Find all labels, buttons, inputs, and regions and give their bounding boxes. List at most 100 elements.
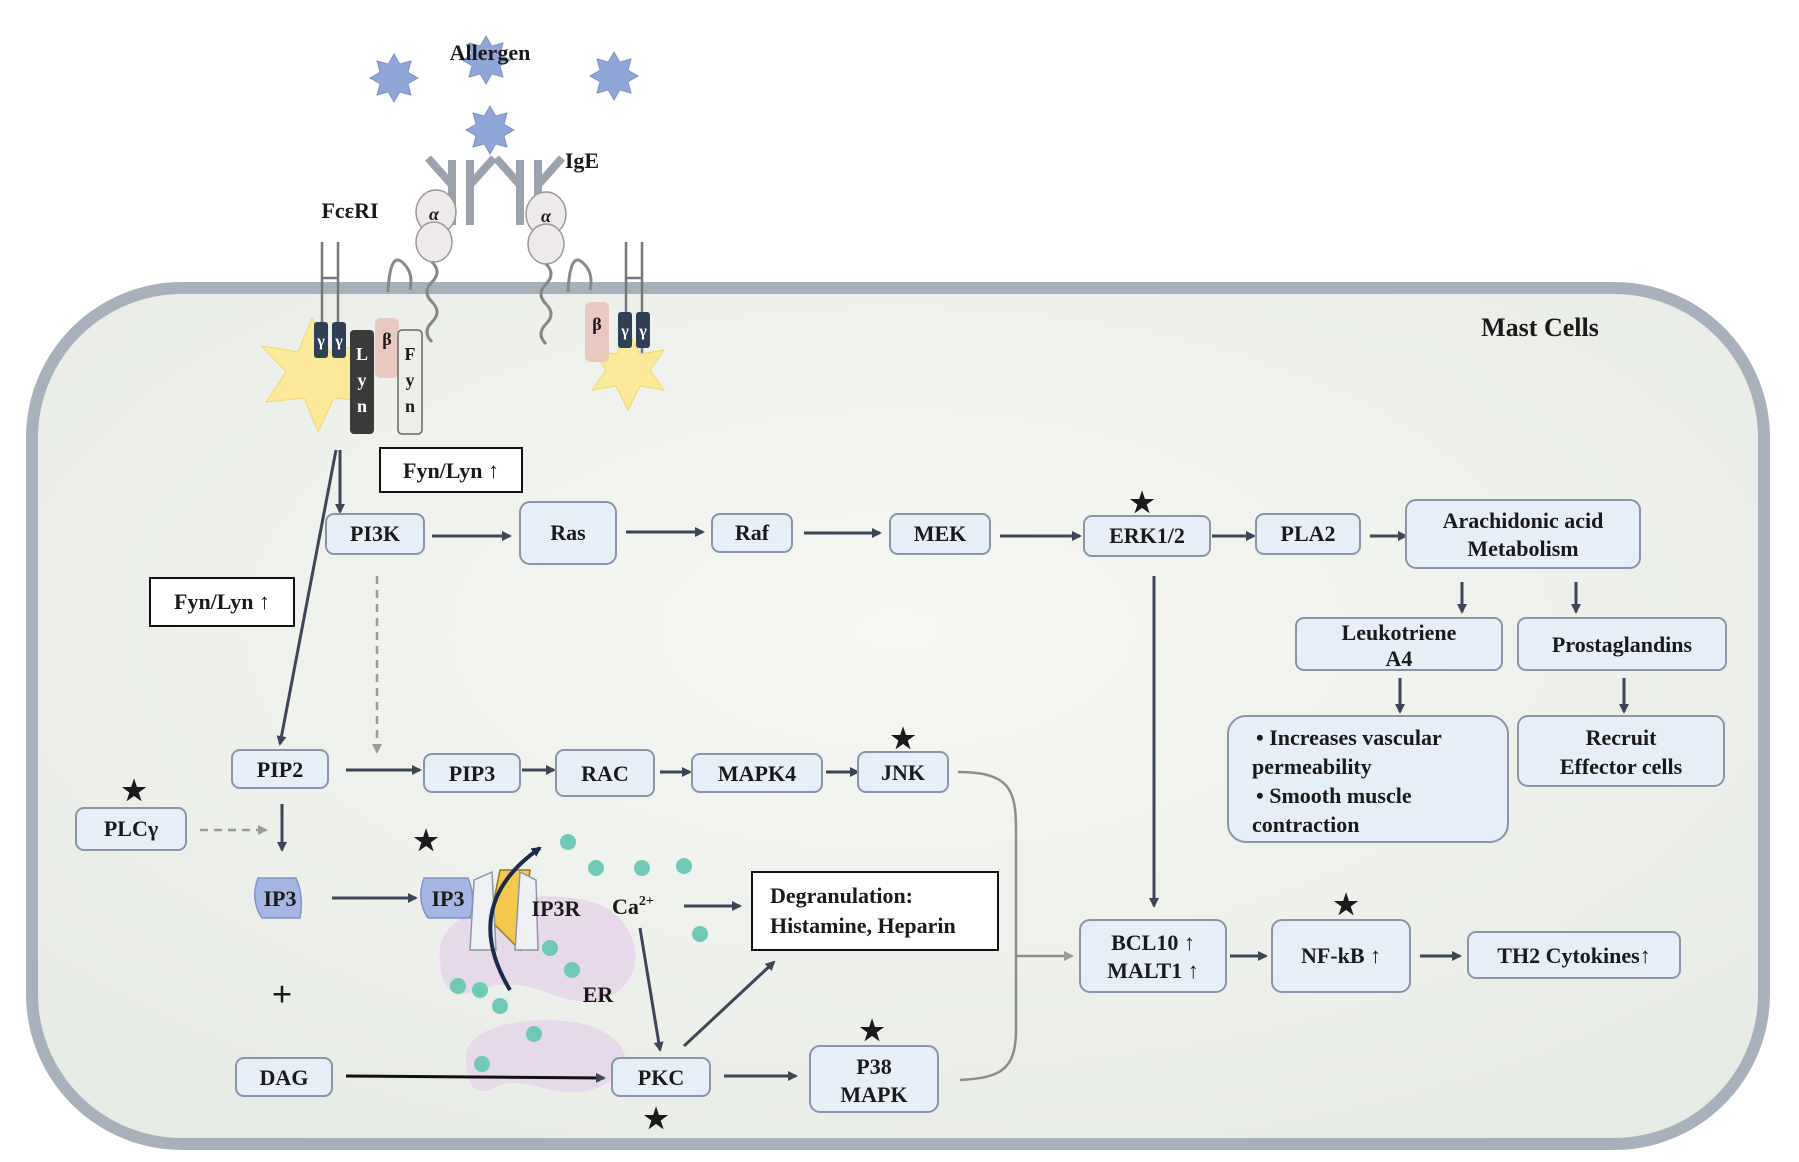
star-plcg: ★ (121, 776, 146, 807)
svg-text:RAC: RAC (581, 761, 629, 786)
node-dag: DAG (235, 1057, 333, 1097)
mast-cell-membrane (26, 282, 1770, 1150)
node-prostaglandins: Prostaglandins (1517, 617, 1727, 671)
box-fynlyn-top: Fyn/Lyn ↑ (379, 447, 523, 493)
svg-text:PLA2: PLA2 (1281, 521, 1336, 546)
svg-text:IP3: IP3 (264, 886, 297, 911)
svg-text:• Increases vascular: • Increases vascular (1256, 725, 1442, 750)
allergen-icon (368, 52, 420, 104)
svg-text:PLCγ: PLCγ (104, 816, 158, 841)
calcium-ion (588, 860, 604, 876)
svg-text:• Smooth muscle: • Smooth muscle (1256, 783, 1412, 808)
svg-text:MAPK4: MAPK4 (718, 761, 796, 786)
fceri-receptor-right: α β γ γ (493, 155, 666, 412)
node-th2: TH2 Cytokines↑ (1467, 931, 1681, 979)
svg-text:DAG: DAG (260, 1065, 309, 1090)
cell-title: Mast Cells (1481, 313, 1599, 342)
svg-text:β: β (592, 314, 601, 334)
ip3-bound: IP3 (420, 877, 474, 919)
node-p38: P38 MAPK (809, 1045, 939, 1113)
star-pkc: ★ (643, 1104, 668, 1135)
calcium-ion (474, 1056, 490, 1072)
node-mek: MEK (889, 513, 991, 555)
allergen-icon (460, 34, 512, 86)
node-pip2: PIP2 (231, 749, 329, 789)
star-erk: ★ (1129, 488, 1154, 519)
svg-text:TH2 Cytokines↑: TH2 Cytokines↑ (1497, 943, 1650, 968)
calcium-ion (692, 926, 708, 942)
node-bcl: BCL10 ↑ MALT1 ↑ (1079, 919, 1227, 993)
allergen-label: Allergen (450, 40, 531, 65)
calcium-ion (492, 998, 508, 1014)
svg-text:NF-kB ↑: NF-kB ↑ (1301, 943, 1381, 968)
star-nfkb: ★ (1333, 890, 1358, 921)
svg-text:Leukotriene: Leukotriene (1342, 620, 1457, 645)
svg-text:y: y (358, 370, 367, 390)
svg-text:MALT1 ↑: MALT1 ↑ (1107, 958, 1198, 983)
svg-text:P38: P38 (856, 1054, 891, 1079)
edges (200, 449, 1629, 1083)
node-pkc: PKC (611, 1057, 711, 1097)
svg-text:Effector cells: Effector cells (1560, 754, 1683, 779)
calcium-ion (542, 940, 558, 956)
node-plcg: PLCγ (75, 807, 187, 851)
er-label: ER (583, 982, 615, 1007)
svg-text:PIP3: PIP3 (449, 761, 495, 786)
ip3r-label: IP3R (532, 896, 582, 921)
calcium-ion (560, 834, 576, 850)
svg-text:PKC: PKC (638, 1065, 684, 1090)
svg-text:α: α (541, 206, 552, 226)
svg-text:β: β (382, 329, 391, 349)
svg-text:y: y (406, 370, 415, 390)
allergen-icon (464, 104, 516, 156)
svg-text:γ: γ (334, 333, 343, 350)
node-rac: RAC (555, 749, 655, 797)
svg-text:IP3: IP3 (432, 886, 465, 911)
svg-text:γ: γ (316, 333, 325, 350)
svg-text:α: α (429, 204, 440, 224)
svg-text:A4: A4 (1386, 646, 1413, 671)
svg-text:Metabolism: Metabolism (1467, 536, 1578, 561)
plus-sign: + (272, 974, 293, 1014)
svg-text:γ: γ (638, 323, 647, 340)
node-recruit: Recruit Effector cells (1517, 715, 1725, 787)
ip3r-channel (469, 846, 542, 992)
calcium-ion (450, 978, 466, 994)
star-jnk: ★ (890, 724, 915, 755)
calcium-ions (450, 834, 708, 1072)
svg-text:PIP2: PIP2 (257, 757, 303, 782)
calcium-ion (634, 860, 650, 876)
svg-text:JNK: JNK (881, 760, 925, 785)
svg-text:permeability: permeability (1252, 754, 1372, 779)
node-nfkb: NF-kB ↑ (1271, 919, 1411, 993)
svg-text:Recruit: Recruit (1586, 725, 1658, 750)
node-mapk4: MAPK4 (691, 753, 823, 793)
box-fynlyn-left: Fyn/Lyn ↑ (149, 577, 295, 627)
svg-text:ERK1/2: ERK1/2 (1109, 523, 1185, 548)
fceri-label: FcεRI (321, 198, 378, 223)
svg-text:BCL10 ↑: BCL10 ↑ (1111, 930, 1195, 955)
svg-text:L: L (356, 344, 368, 364)
star-p38: ★ (859, 1016, 884, 1047)
node-pi3k: PI3K (325, 513, 425, 555)
svg-text:Histamine, Heparin: Histamine, Heparin (770, 913, 956, 938)
svg-text:Fyn/Lyn ↑: Fyn/Lyn ↑ (174, 589, 270, 614)
allergen-icon (588, 50, 640, 102)
svg-text:n: n (357, 396, 367, 416)
node-raf: Raf (711, 513, 793, 553)
node-erk: ERK1/2 (1083, 515, 1211, 557)
svg-text:γ: γ (620, 323, 629, 340)
svg-text:Degranulation:: Degranulation: (770, 883, 913, 908)
ca-label: Ca2+ (612, 894, 654, 919)
ip3-molecule: IP3 (254, 877, 303, 919)
node-pla2: PLA2 (1255, 513, 1361, 555)
node-effects: • Increases vascular permeability • Smoo… (1227, 715, 1509, 843)
calcium-ion (526, 1026, 542, 1042)
node-jnk: JNK (857, 751, 949, 793)
svg-text:contraction: contraction (1252, 812, 1360, 837)
star-ip3: ★ (413, 826, 438, 857)
fceri-receptor-left: α γ γ L y n β F y n (260, 155, 497, 435)
node-ras: Ras (519, 501, 617, 565)
svg-text:Arachidonic acid: Arachidonic acid (1443, 508, 1604, 533)
